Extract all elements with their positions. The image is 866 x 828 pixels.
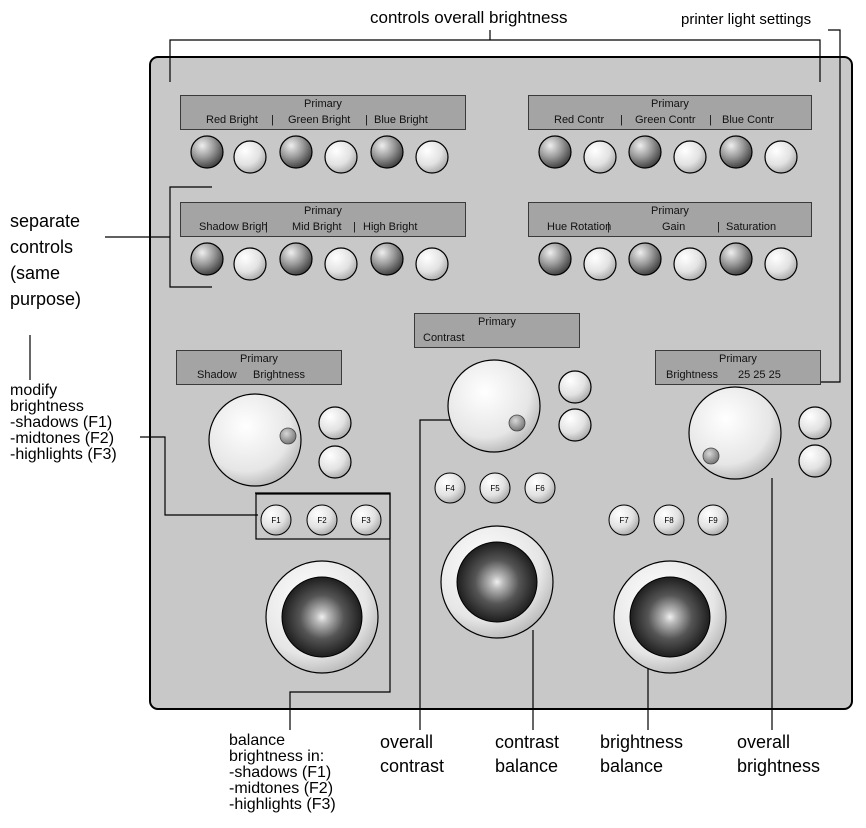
blue-bright-knob[interactable]	[371, 136, 403, 168]
display-separator: |	[607, 221, 610, 233]
knob-button[interactable]	[416, 141, 448, 173]
display-header: Primary	[656, 353, 820, 365]
knob-button[interactable]	[319, 446, 351, 478]
f5-key-label: F5	[490, 484, 500, 493]
display-separator: |	[709, 114, 712, 126]
display-separator: |	[717, 221, 720, 233]
f1-key-label: F1	[271, 516, 281, 525]
annotation-overall-brightness: overall brightness	[737, 730, 820, 778]
display-label: Shadow	[197, 369, 237, 381]
display-readout: 25 25 25	[738, 369, 781, 381]
display-separator: |	[271, 114, 274, 126]
display-label: Gain	[662, 221, 685, 233]
hue-rotation-knob[interactable]	[539, 243, 571, 275]
display-separator: |	[620, 114, 623, 126]
knob-dimple	[509, 415, 525, 431]
display-label: Blue Contr	[722, 114, 774, 126]
green-bright-knob[interactable]	[280, 136, 312, 168]
f7-key-label: F7	[619, 516, 629, 525]
f4-key-label: F4	[445, 484, 455, 493]
brightness-knob[interactable]	[689, 387, 781, 479]
f8-key-label: F8	[664, 516, 674, 525]
knob-button[interactable]	[234, 141, 266, 173]
knob-button[interactable]	[674, 248, 706, 280]
f6-key-label: F6	[535, 484, 545, 493]
knob-button[interactable]	[799, 407, 831, 439]
shadow-bright-knob[interactable]	[191, 243, 223, 275]
annotation-contrast-balance: contrast balance	[495, 730, 559, 778]
display-header: Primary	[415, 316, 579, 328]
display-label: Contrast	[423, 332, 465, 344]
red-bright-knob[interactable]	[191, 136, 223, 168]
display-label: Hue Rotation	[547, 221, 611, 233]
saturation-knob[interactable]	[720, 243, 752, 275]
knob-button[interactable]	[799, 445, 831, 477]
display-label: Brightness	[253, 369, 305, 381]
annotation-brightness-balance: brightness balance	[600, 730, 683, 778]
annotation-separate-controls: separate controls (same purpose)	[10, 208, 81, 312]
gain-knob[interactable]	[629, 243, 661, 275]
knob-button[interactable]	[416, 248, 448, 280]
knob-button[interactable]	[674, 141, 706, 173]
mid-bright-knob[interactable]	[280, 243, 312, 275]
contrast-knob[interactable]	[448, 360, 540, 452]
display-hue-gain-saturation: Primary Hue Rotation | Gain | Saturation	[528, 202, 812, 237]
display-separator: |	[365, 114, 368, 126]
high-bright-knob[interactable]	[371, 243, 403, 275]
knob-button[interactable]	[325, 141, 357, 173]
annotation-overall-contrast: overall contrast	[380, 730, 444, 778]
f2-key-label: F2	[317, 516, 327, 525]
display-label: Green Contr	[635, 114, 696, 126]
display-header: Primary	[181, 98, 465, 110]
display-separator: |	[353, 221, 356, 233]
knob-button[interactable]	[584, 248, 616, 280]
knob-button[interactable]	[584, 141, 616, 173]
knob-button[interactable]	[234, 248, 266, 280]
display-header: Primary	[529, 205, 811, 217]
display-separator: |	[265, 221, 268, 233]
display-label: Saturation	[726, 221, 776, 233]
display-label: Green Bright	[288, 114, 350, 126]
f3-key-label: F3	[361, 516, 371, 525]
display-label: Red Contr	[554, 114, 604, 126]
knob-button[interactable]	[559, 371, 591, 403]
shadow-balance-trackball[interactable]	[282, 577, 362, 657]
display-label: Brightness	[666, 369, 718, 381]
display-brightness: Primary Brightness 25 25 25	[655, 350, 821, 385]
knob-button[interactable]	[559, 409, 591, 441]
display-rgb-brightness: Primary Red Bright | Green Bright | Blue…	[180, 95, 466, 130]
knob-button[interactable]	[765, 248, 797, 280]
display-header: Primary	[177, 353, 341, 365]
knob-button[interactable]	[319, 407, 351, 439]
red-contr-knob[interactable]	[539, 136, 571, 168]
green-contr-knob[interactable]	[629, 136, 661, 168]
knob-dimple	[703, 448, 719, 464]
display-header: Primary	[181, 205, 465, 217]
display-label: High Bright	[363, 221, 417, 233]
knob-button[interactable]	[765, 141, 797, 173]
annotation-printer-light-settings: printer light settings	[681, 10, 811, 30]
display-header: Primary	[529, 98, 811, 110]
display-rgb-contrast: Primary Red Contr | Green Contr | Blue C…	[528, 95, 812, 130]
f9-key-label: F9	[708, 516, 718, 525]
display-label: Shadow Brigh	[199, 221, 268, 233]
display-shadow-brightness: Primary Shadow Brightness	[176, 350, 342, 385]
display-label: Mid Bright	[292, 221, 342, 233]
display-contrast: Primary Contrast	[414, 313, 580, 348]
display-label: Red Bright	[206, 114, 258, 126]
brightness-balance-trackball[interactable]	[630, 577, 710, 657]
display-label: Blue Bright	[374, 114, 428, 126]
annotation-modify-brightness: modify brightness -shadows (F1) -midtone…	[10, 383, 117, 463]
display-zone-brightness: Primary Shadow Brigh | Mid Bright | High…	[180, 202, 466, 237]
knob-button[interactable]	[325, 248, 357, 280]
annotation-controls-overall-brightness: controls overall brightness	[370, 8, 567, 28]
knob-dimple	[280, 428, 296, 444]
blue-contr-knob[interactable]	[720, 136, 752, 168]
annotation-balance-brightness: balance brightness in: -shadows (F1) -mi…	[229, 733, 336, 813]
contrast-balance-trackball[interactable]	[457, 542, 537, 622]
